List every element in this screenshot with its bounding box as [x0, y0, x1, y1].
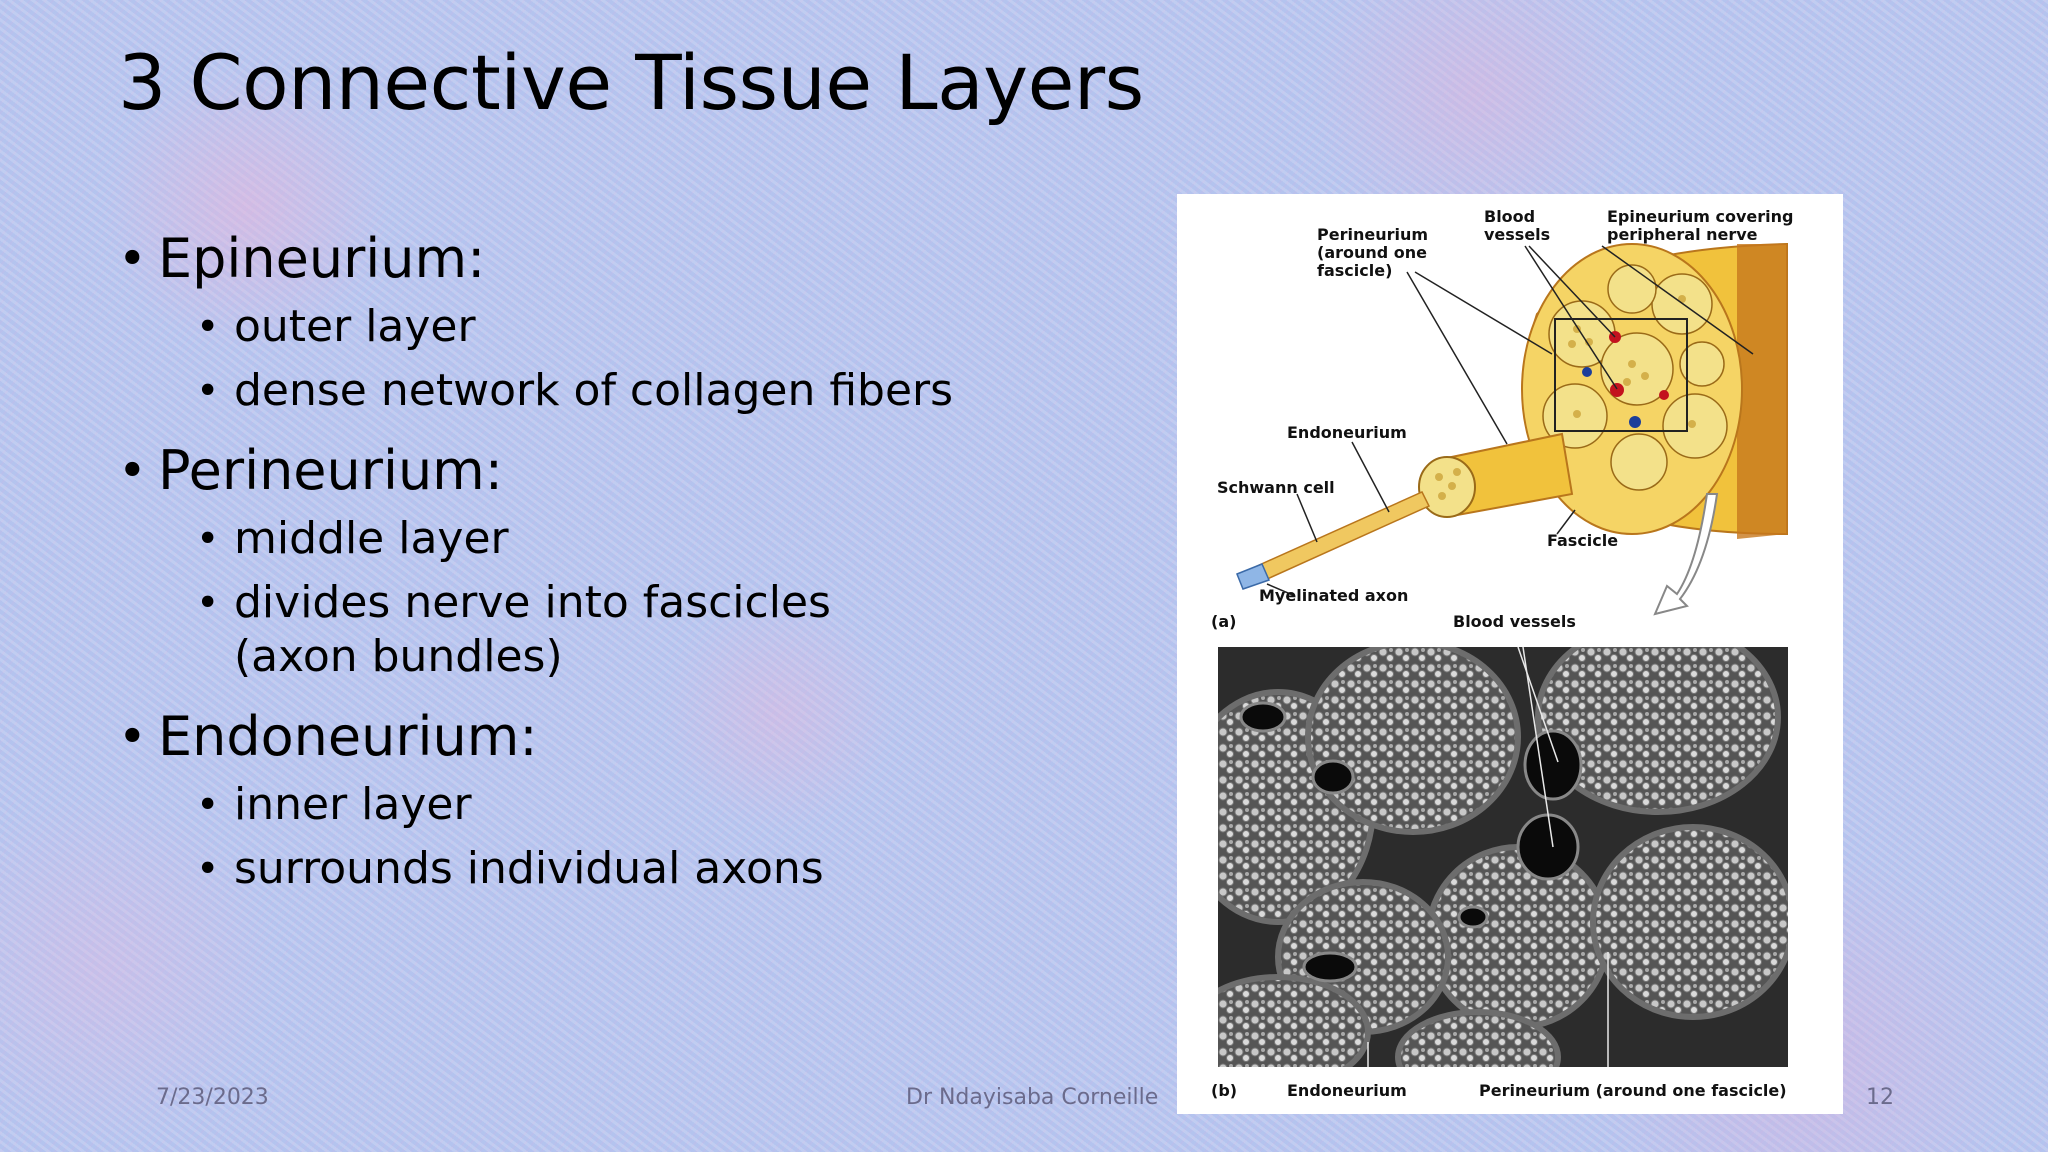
sub-bullet: •inner layer [196, 779, 472, 830]
micrograph-drawing [1218, 647, 1788, 1067]
sub-bullet: •middle layer [196, 513, 509, 564]
nerve-figure: Perineurium (around one fascicle) Blood … [1177, 194, 1843, 1114]
label-endoneurium-b: Endoneurium [1287, 1081, 1407, 1100]
label-blood-vessels-b: Blood vessels [1453, 612, 1576, 631]
label-schwann-cell: Schwann cell [1217, 478, 1335, 497]
bullet-dot: • [196, 368, 220, 414]
label-perineurium-b: Perineurium (around one fascicle) [1479, 1081, 1787, 1100]
sub-bullet: •dense network of collagen fibers [196, 365, 954, 416]
bullet-dot: • [196, 516, 220, 562]
label-perineurium: Perineurium (around one fascicle) [1317, 225, 1429, 280]
label-panel-b: (b) [1211, 1081, 1238, 1100]
footer-page-number: 12 [1866, 1085, 1894, 1110]
slide-title: 3 Connective Tissue Layers [118, 38, 1144, 127]
nerve-illustration [1236, 242, 1788, 616]
bullet-dot: • [118, 709, 147, 765]
sub-bullet: •divides nerve into fascicles (axon bund… [196, 577, 831, 682]
micrograph-image [1218, 647, 1788, 1067]
bullet-dot: • [196, 846, 220, 892]
footer-author: Dr Ndayisaba Corneille [906, 1085, 1159, 1110]
footer-date: 7/23/2023 [156, 1085, 269, 1110]
label-epineurium: Epineurium covering peripheral nerve [1607, 207, 1794, 244]
label-fascicle: Fascicle [1547, 531, 1619, 550]
bullet-dot: • [196, 304, 220, 350]
bullet-dot: • [118, 231, 147, 287]
bullet-endoneurium: •Endoneurium: [118, 705, 538, 768]
sub-bullet: •surrounds individual axons [196, 843, 824, 894]
bullet-dot: • [196, 580, 220, 626]
bullet-perineurium: •Perineurium: [118, 439, 503, 502]
bullet-epineurium: •Epineurium: [118, 227, 486, 290]
label-blood-vessels: Blood vessels [1484, 207, 1551, 244]
label-myelinated-axon: Myelinated axon [1259, 586, 1409, 605]
label-panel-a: (a) [1211, 612, 1237, 631]
sub-bullet: •outer layer [196, 301, 476, 352]
bullet-dot: • [118, 443, 147, 499]
bullet-list: •Epineurium: •outer layer •dense network… [118, 228, 1018, 896]
label-endoneurium: Endoneurium [1287, 423, 1407, 442]
bullet-dot: • [196, 782, 220, 828]
